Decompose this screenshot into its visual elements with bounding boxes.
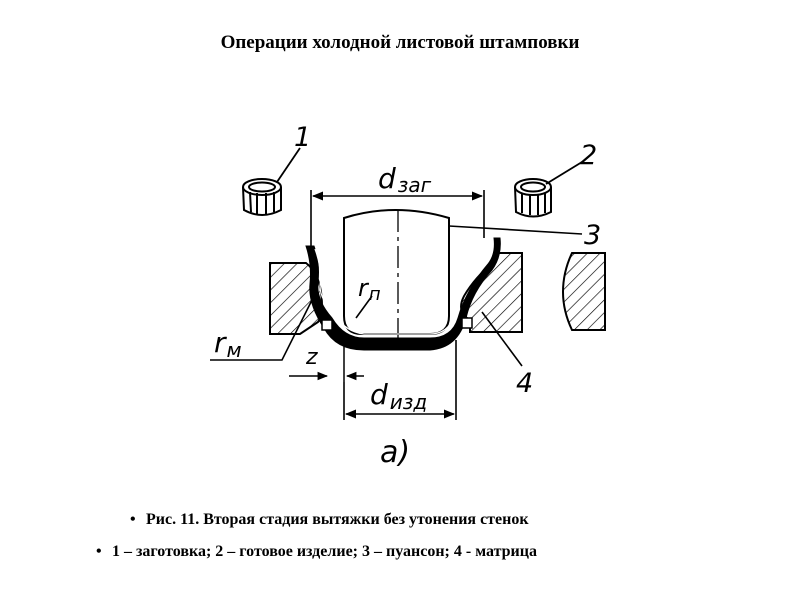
label-part-2: 2	[580, 140, 597, 171]
caption-item-legend: • 1 – заготовка; 2 – готовое изделие; 3 –…	[96, 543, 537, 561]
leader-line-r-m	[210, 295, 315, 361]
caption-line-1: Рис. 11. Вторая стадия вытяжки без утоне…	[146, 511, 529, 528]
die-far-right-piece	[561, 252, 606, 331]
bullet: •	[130, 511, 136, 528]
leader-line-part-2	[545, 161, 583, 185]
slide-title: Операции холодной листовой штамповки	[220, 32, 580, 53]
label-subfigure: а)	[380, 435, 410, 470]
dimension-d-zag	[310, 190, 485, 250]
label-z: z	[305, 345, 318, 370]
dimension-z	[289, 336, 364, 382]
leader-line-r-n	[355, 295, 373, 319]
caption-item-figure: • Рис. 11. Вторая стадия вытяжки без утон…	[130, 511, 529, 529]
leader-line-part-3	[448, 225, 583, 235]
sheet-inner-contour	[314, 240, 492, 335]
label-r-m: rм	[214, 326, 242, 362]
label-part-4: 4	[516, 368, 533, 399]
die-insert-left	[321, 319, 333, 331]
caption-line-2: 1 – заготовка; 2 – готовое изделие; 3 – …	[112, 543, 537, 560]
bullet: •	[96, 543, 102, 560]
dimension-d-izd	[343, 340, 457, 420]
label-r-n: rп	[358, 274, 381, 305]
leader-line-part-4	[481, 311, 523, 367]
blank-cup-part-1	[242, 178, 282, 216]
finished-part-2	[514, 178, 552, 218]
label-part-1: 1	[294, 122, 311, 153]
leader-line-part-1	[276, 147, 301, 183]
die-insert-right	[461, 317, 473, 329]
label-part-3: 3	[584, 220, 601, 251]
